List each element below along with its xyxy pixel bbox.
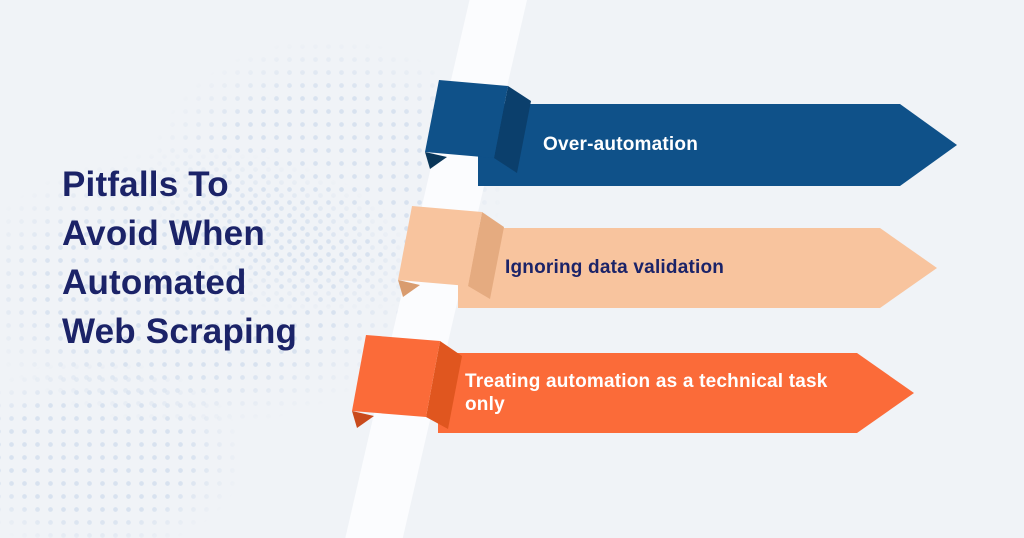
title-line: Automated	[62, 263, 247, 302]
pitfall-banner: Over-automation	[478, 104, 957, 186]
pitfall-label: Over-automation	[543, 134, 699, 155]
pitfall-label: Treating automation as a technical task …	[465, 371, 828, 415]
title-line: Pitfalls To	[62, 165, 229, 204]
pitfall-banner: Treating automation as a technical task …	[438, 353, 914, 433]
dots-pattern-bottom	[0, 360, 240, 538]
pitfall-banner: Ignoring data validation	[458, 228, 937, 308]
page-title: Pitfalls To Avoid When Automated Web Scr…	[62, 160, 382, 356]
ribbon-cube-face	[352, 335, 440, 417]
pitfall-label: Ignoring data validation	[505, 257, 725, 278]
ribbon-cube-face	[398, 206, 482, 286]
ribbon-cube-face	[425, 80, 508, 158]
title-line: Web Scraping	[62, 312, 298, 351]
title-line: Avoid When	[62, 214, 265, 253]
